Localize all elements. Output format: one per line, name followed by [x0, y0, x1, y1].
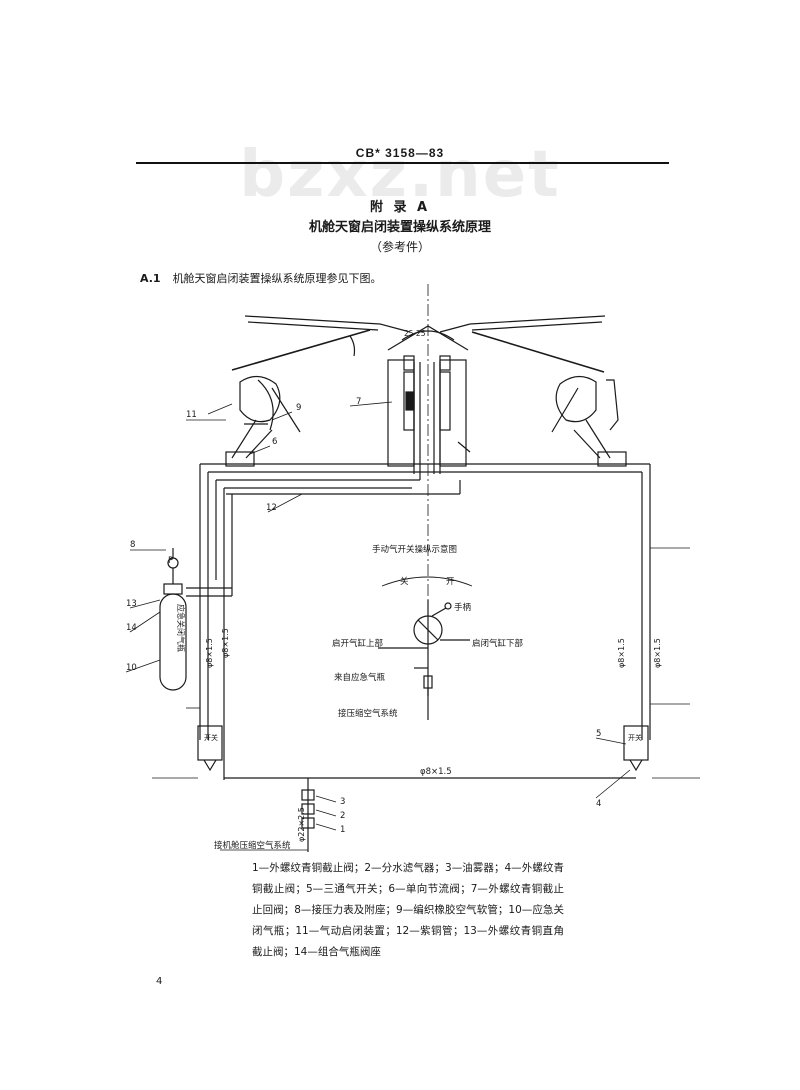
center-cylinders	[387, 355, 471, 474]
three-way-switch-right	[623, 725, 649, 761]
callout-11: 11	[186, 410, 197, 420]
label-from-main-air: 接机舱压缩空气系统	[214, 840, 291, 851]
callout-4: 4	[596, 799, 601, 809]
appendix-note: （参考件）	[369, 240, 430, 254]
appendix-title: 附 录 A	[369, 200, 431, 215]
label-pipe-bottom: φ8×1.5	[420, 767, 452, 777]
appendix-subtitle: 机舱天窗启闭装置操纵系统原理	[308, 220, 491, 235]
manual-valve-schematic	[378, 576, 473, 720]
skylight-left	[207, 315, 411, 467]
skylight-right	[439, 315, 627, 467]
label-open: 开	[446, 577, 455, 587]
callout-10: 10	[126, 663, 137, 673]
pipe-network	[186, 463, 651, 852]
label-switch-left: 开关	[204, 733, 218, 742]
page-number: 4	[156, 976, 163, 987]
feed-valves	[301, 789, 315, 829]
label-pipe-feed: φ22×2.5	[297, 807, 306, 842]
callout-7: 7	[356, 397, 361, 407]
manual-valve-title: 手动气开关操纵示意图	[372, 544, 457, 555]
callout-5: 5	[596, 729, 601, 739]
three-way-switch-left	[197, 725, 223, 761]
actuator-right	[555, 375, 597, 423]
callout-6: 6	[272, 437, 277, 447]
callout-3: 3	[340, 797, 345, 807]
label-pipe-left-1: φ8×1.5	[205, 638, 214, 668]
label-close: 关	[400, 576, 409, 587]
callout-2: 2	[340, 811, 345, 821]
paragraph-number: A.1	[140, 272, 161, 285]
watermark: bzxz.net	[239, 138, 561, 212]
paragraph-text: 机舱天窗启闭装置操纵系统原理参见下图。	[172, 272, 382, 285]
label-handle: 手柄	[454, 602, 472, 613]
label-to-close-cylinder: 启闭气缸下部	[472, 638, 524, 649]
roof-peak	[387, 325, 469, 351]
emergency-bottle	[159, 548, 187, 691]
actuator-left	[239, 375, 281, 423]
callout-8: 8	[130, 540, 135, 550]
label-pipe-left-2: φ8×1.5	[221, 628, 230, 658]
callout-12: 12	[266, 503, 277, 513]
callout-9: 9	[296, 403, 301, 413]
header-rule	[136, 162, 669, 164]
callout-14: 14	[126, 623, 137, 633]
figure-caption: 1—外螺纹青铜截止阀；2—分水滤气器；3—油雾器；4—外螺纹青铜截止阀；5—三通…	[252, 862, 564, 958]
label-bottle: 应急关闭气瓶	[176, 604, 186, 652]
label-switch-right: 开关	[628, 733, 642, 742]
label-p-mark: P	[168, 556, 173, 566]
callout-1: 1	[340, 825, 345, 835]
label-from-air-system: 接压缩空气系统	[338, 708, 398, 719]
paragraph-a1: A.1 机舱天窗启闭装置操纵系统原理参见下图。	[140, 270, 382, 286]
label-pipe-right-1: φ8×1.5	[617, 638, 626, 668]
label-to-open-cylinder: 启开气缸上部	[332, 638, 384, 649]
label-from-emergency: 来自应急气瓶	[334, 672, 386, 683]
label-pipe-right-2: φ8×1.5	[653, 638, 662, 668]
callout-13: 13	[126, 599, 137, 609]
standard-code: CB* 3158—83	[355, 146, 445, 160]
label-top-angle: 25 25	[404, 329, 426, 338]
